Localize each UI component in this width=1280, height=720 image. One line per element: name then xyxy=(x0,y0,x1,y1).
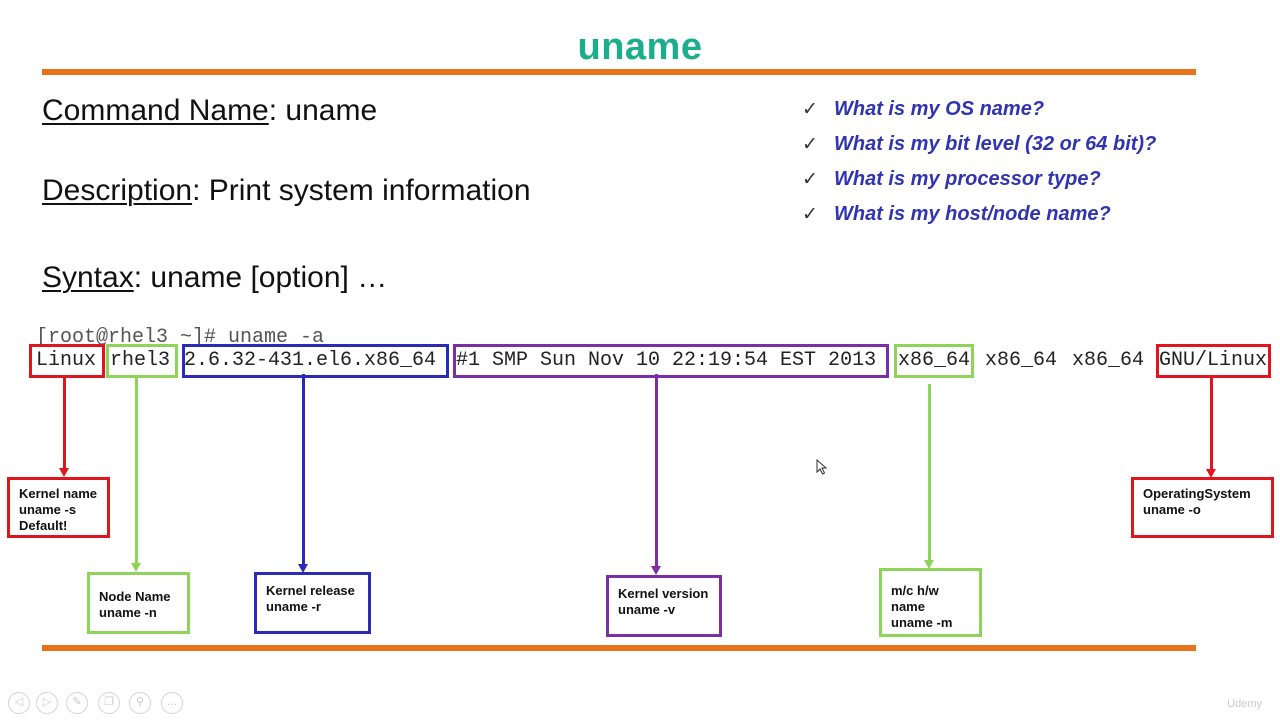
annotation-title: OperatingSystem xyxy=(1143,486,1251,501)
annotation-title: Kernel release xyxy=(266,583,355,598)
question-item: ✓ What is my host/node name? xyxy=(802,203,1111,226)
machine-output: x86_64 xyxy=(898,349,971,372)
machine-box: m/c h/w name uname -m xyxy=(879,568,982,637)
terminal-prompt: [root@rhel3 ~]# uname -a xyxy=(36,326,325,349)
question-item: ✓ What is my bit level (32 or 64 bit)? xyxy=(802,133,1156,156)
checkmark-icon: ✓ xyxy=(802,134,818,155)
slide-title: uname xyxy=(577,26,703,68)
mouse-cursor-icon xyxy=(816,459,828,475)
processor-output: x86_64 xyxy=(985,349,1058,372)
operating-system-box: OperatingSystem uname -o xyxy=(1131,477,1274,538)
question-text: What is my OS name? xyxy=(834,98,1045,120)
kernel-name-box: Kernel name uname -s Default! xyxy=(7,477,110,538)
annotation-title: m/c h/w name xyxy=(891,583,939,614)
kernel-release-output: 2.6.32-431.el6.x86_64 xyxy=(184,349,437,372)
annotation-command: uname -n xyxy=(99,605,157,620)
kernel-version-output: #1 SMP Sun Nov 10 22:19:54 EST 2013 xyxy=(456,349,877,372)
annotation-title: Node Name xyxy=(99,589,171,604)
question-text: What is my host/node name? xyxy=(834,203,1111,225)
syntax-label: Syntax xyxy=(42,261,134,294)
brand-watermark: Udemy xyxy=(1227,698,1262,710)
checkmark-icon: ✓ xyxy=(802,99,818,120)
command-name-label: Command Name xyxy=(42,94,269,127)
operating-system-highlight xyxy=(1156,344,1271,378)
kernel-name-output: Linux xyxy=(36,349,97,372)
kernel-version-box: Kernel version uname -v xyxy=(606,575,722,637)
kernel-name-connector xyxy=(63,378,66,470)
command-name-value: : uname xyxy=(268,94,378,127)
syntax-value: : uname [option] … xyxy=(133,261,388,294)
annotation-command: uname -s xyxy=(19,502,77,517)
arrow-down-icon xyxy=(59,468,69,477)
top-divider xyxy=(42,69,1196,75)
arrow-down-icon xyxy=(131,563,141,572)
question-item: ✓ What is my processor type? xyxy=(802,168,1101,191)
copy-icon[interactable]: ❐ xyxy=(98,692,120,714)
more-icon[interactable]: … xyxy=(161,692,183,714)
machine-highlight xyxy=(894,344,974,378)
next-icon[interactable]: ▷ xyxy=(36,692,58,714)
zoom-icon[interactable]: ⚲ xyxy=(129,692,151,714)
annotation-note: Default! xyxy=(19,518,68,533)
node-name-output: rhel3 xyxy=(110,349,171,372)
annotation-title: Kernel name xyxy=(19,486,98,501)
hardware-platform-output: x86_64 xyxy=(1072,349,1145,372)
arrow-down-icon xyxy=(1206,469,1216,478)
annotation-command: uname -v xyxy=(618,602,676,617)
arrow-down-icon xyxy=(651,566,661,575)
annotation-title: Kernel version xyxy=(618,586,709,601)
prev-icon[interactable]: ◁ xyxy=(8,692,30,714)
arrow-down-icon xyxy=(298,564,308,573)
annotation-command: uname -m xyxy=(891,615,953,630)
description-line: Description: Print system information xyxy=(42,174,531,208)
arrow-down-icon xyxy=(924,560,934,569)
checkmark-icon: ✓ xyxy=(802,204,818,225)
kernel-name-highlight xyxy=(29,344,105,378)
node-name-highlight xyxy=(106,344,178,378)
operating-system-output: GNU/Linux xyxy=(1159,349,1268,372)
question-text: What is my processor type? xyxy=(834,168,1101,190)
node-name-box: Node Name uname -n xyxy=(87,572,190,634)
checkmark-icon: ✓ xyxy=(802,169,818,190)
description-value: : Print system information xyxy=(192,174,531,207)
question-item: ✓ What is my OS name? xyxy=(802,98,1044,121)
kernel-release-box: Kernel release uname -r xyxy=(254,572,371,634)
machine-connector xyxy=(928,384,931,561)
node-name-connector xyxy=(135,378,138,564)
command-name-line: Command Name: uname xyxy=(42,94,377,128)
kernel-release-connector xyxy=(302,374,305,565)
syntax-line: Syntax: uname [option] … xyxy=(42,261,387,295)
question-text: What is my bit level (32 or 64 bit)? xyxy=(834,133,1157,155)
annotation-command: uname -r xyxy=(266,599,321,614)
bottom-divider xyxy=(42,645,1196,651)
annotation-command: uname -o xyxy=(1143,502,1201,517)
pen-icon[interactable]: ✎ xyxy=(66,692,88,714)
kernel-version-highlight xyxy=(453,344,889,378)
kernel-release-highlight xyxy=(182,344,449,378)
description-label: Description xyxy=(42,174,193,207)
kernel-version-connector xyxy=(655,374,658,567)
operating-system-connector xyxy=(1210,378,1213,470)
